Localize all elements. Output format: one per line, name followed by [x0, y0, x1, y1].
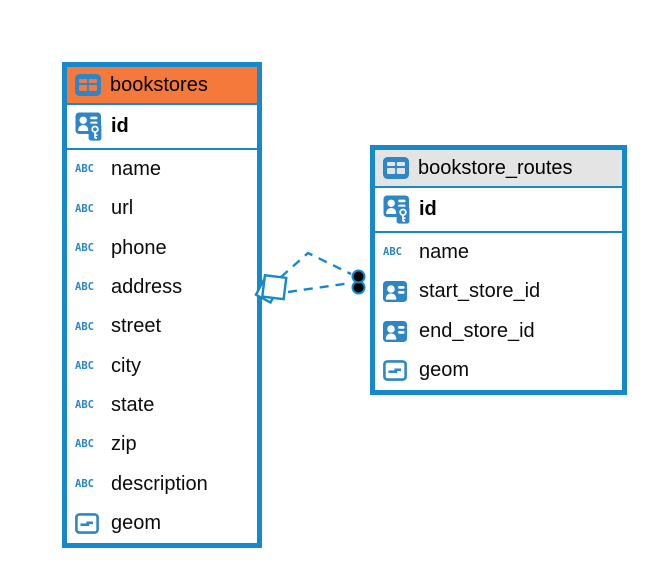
column-name: url — [111, 197, 134, 220]
geometry-type-icon — [383, 360, 407, 381]
pk-row-bookstores-id: id — [67, 105, 257, 150]
table-node-bookstore-routes[interactable]: bookstore_routes id ABC name start_store… — [370, 145, 627, 395]
column-name: geom — [419, 359, 470, 382]
text-type-icon: ABC — [75, 320, 94, 333]
table-header-bookstore-routes[interactable]: bookstore_routes — [375, 150, 622, 188]
column-name: state — [111, 393, 155, 416]
table-title: bookstores — [110, 73, 208, 96]
text-type-icon: ABC — [75, 359, 94, 372]
table-header-bookstores[interactable]: bookstores — [67, 67, 257, 105]
column-name: id — [111, 115, 129, 137]
column-name: name — [111, 158, 162, 181]
primary-key-icon — [383, 195, 410, 224]
text-type-icon: ABC — [383, 246, 402, 259]
table-icon — [383, 157, 409, 179]
geometry-type-icon — [75, 513, 99, 534]
column-name: zip — [111, 433, 137, 456]
column-name: start_store_id — [419, 280, 541, 303]
primary-key-icon — [75, 112, 102, 141]
text-type-icon: ABC — [75, 241, 94, 254]
column-row: ABC state — [67, 386, 257, 425]
column-row: end_store_id — [375, 312, 622, 351]
column-name: id — [419, 198, 437, 220]
text-type-icon: ABC — [75, 281, 94, 294]
column-row: ABC name — [375, 233, 622, 272]
column-name: city — [111, 354, 141, 377]
text-type-icon: ABC — [75, 438, 94, 451]
column-row: ABC zip — [67, 425, 257, 464]
column-row: ABC url — [67, 189, 257, 228]
relationship-target-anchor[interactable] — [351, 280, 366, 295]
column-name: geom — [111, 511, 162, 534]
text-type-icon: ABC — [75, 477, 94, 490]
column-name: street — [111, 315, 162, 338]
pk-row-routes-id: id — [375, 188, 622, 233]
column-name: phone — [111, 236, 167, 259]
column-row: geom — [67, 504, 257, 543]
table-icon — [75, 74, 101, 96]
column-name: name — [419, 241, 470, 264]
text-type-icon: ABC — [75, 202, 94, 215]
relationship-target-anchor[interactable] — [351, 269, 366, 284]
column-row: ABC description — [67, 464, 257, 503]
column-row: ABC name — [67, 150, 257, 189]
relationship-line[interactable] — [280, 251, 352, 278]
column-row: ABC city — [67, 346, 257, 385]
column-row: start_store_id — [375, 272, 622, 311]
reference-type-icon — [383, 321, 407, 342]
column-row: ABC phone — [67, 229, 257, 268]
table-node-bookstores[interactable]: bookstores id ABC name ABC url ABC phone… — [62, 62, 262, 548]
reference-type-icon — [383, 281, 407, 302]
text-type-icon: ABC — [75, 399, 94, 412]
column-row: ABC street — [67, 307, 257, 346]
column-row: geom — [375, 351, 622, 390]
text-type-icon: ABC — [75, 163, 94, 176]
table-title: bookstore_routes — [418, 156, 573, 179]
column-name: end_store_id — [419, 319, 535, 342]
relationship-line[interactable] — [287, 281, 352, 294]
column-name: description — [111, 472, 208, 495]
column-row: ABC address — [67, 268, 257, 307]
column-name: address — [111, 276, 183, 299]
